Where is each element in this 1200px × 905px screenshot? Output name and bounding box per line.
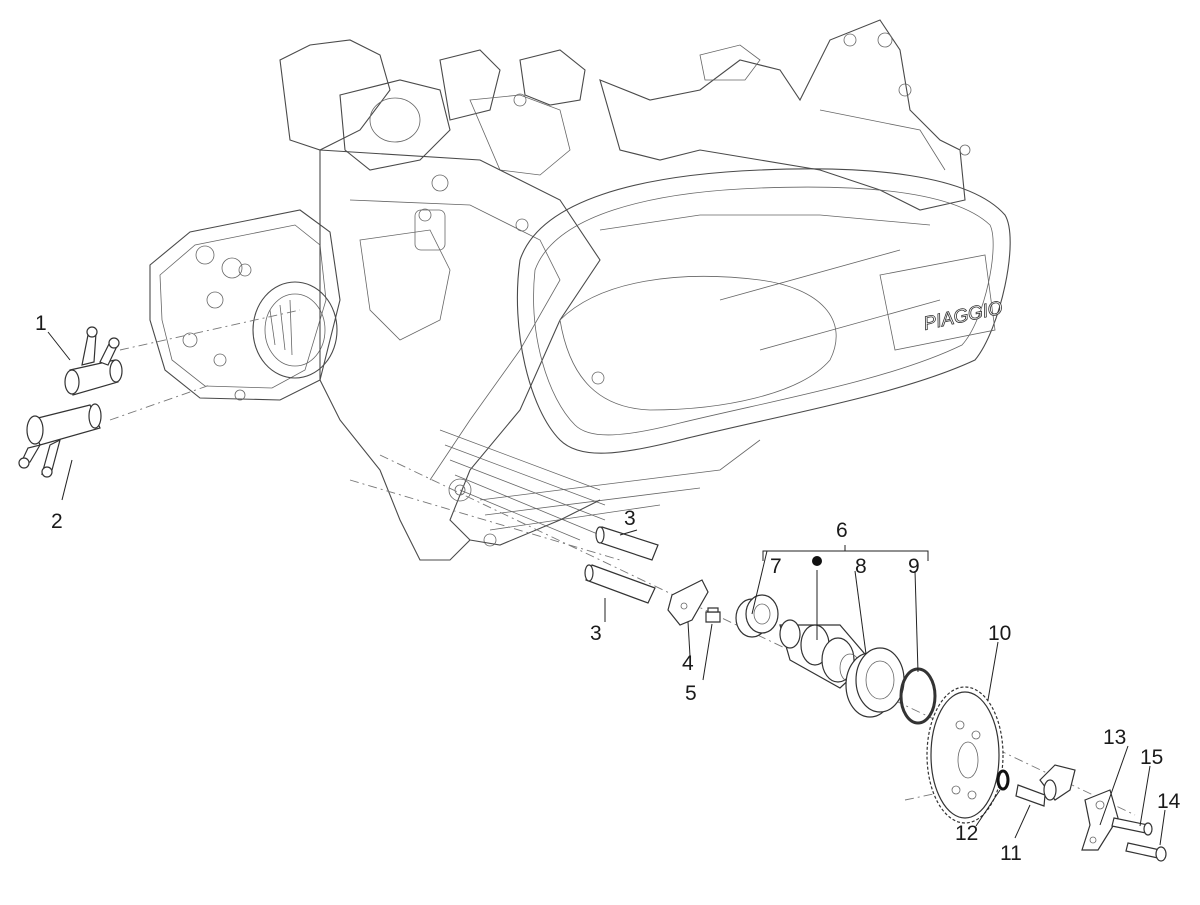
callout-10: 10 [988, 622, 1011, 645]
callout-3-upper: 3 [624, 507, 636, 530]
callout-2: 2 [51, 510, 63, 533]
callout-4: 4 [682, 652, 694, 675]
callout-9: 9 [908, 555, 920, 578]
part-decompressor-11 [1015, 764, 1076, 807]
part-shaft-3-lower [584, 564, 656, 604]
part-bracket-13 [1081, 789, 1119, 851]
part-bearing-8 [845, 647, 905, 718]
callout-13: 13 [1103, 726, 1126, 749]
part-rocker-arm-1 [64, 326, 123, 396]
callout-6: 6 [836, 519, 848, 542]
part-shaft-3-upper [595, 526, 659, 561]
callout-5: 5 [685, 682, 697, 705]
part-bearing-7 [735, 594, 779, 638]
part-sprocket-10 [926, 686, 1004, 824]
part-spring-12 [996, 769, 1010, 791]
part-plate-4 [667, 579, 709, 626]
callout-14: 14 [1157, 790, 1181, 813]
callout-15: 15 [1140, 746, 1163, 769]
part-bolt-14 [1125, 842, 1167, 862]
engine-assembly: PIAGGIO [149, 19, 1011, 561]
part-rocker-arm-2 [18, 403, 102, 478]
part-bolt-15 [1111, 817, 1153, 836]
camshaft-dot-marker [812, 556, 822, 566]
callout-3-lower: 3 [590, 622, 602, 645]
part-screw-5 [705, 607, 721, 623]
callout-12: 12 [955, 822, 978, 845]
callout-1: 1 [35, 312, 47, 335]
callout-7: 7 [770, 555, 782, 578]
leader-lines [47, 331, 1166, 846]
callout-11: 11 [1000, 842, 1022, 865]
callout-labels: 1 2 3 3 4 5 6 7 8 9 10 11 12 13 14 15 [35, 312, 1181, 865]
part-circlip-9 [899, 667, 937, 725]
callout-8: 8 [855, 555, 867, 578]
